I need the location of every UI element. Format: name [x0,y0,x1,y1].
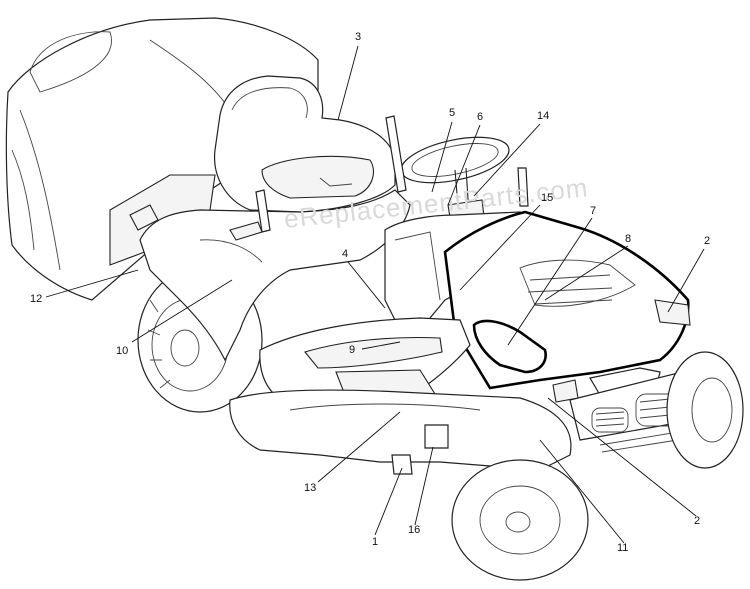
callout-2-bottom: 2 [694,515,700,527]
seat [213,75,396,213]
callout-13: 13 [304,482,316,494]
callouts: 3 5 6 14 15 7 8 2 4 9 10 12 13 1 16 11 2 [30,31,710,554]
front-wheel-right [666,351,744,469]
callout-15: 15 [541,192,553,204]
front-wheel-left [451,459,589,581]
callout-9: 9 [349,344,355,356]
callout-12: 12 [30,293,42,305]
callout-3: 3 [355,31,361,43]
callout-2-top: 2 [704,235,710,247]
callout-1: 1 [372,536,378,548]
callout-6: 6 [477,111,483,123]
callout-7: 7 [590,205,596,217]
callout-5: 5 [449,107,455,119]
callout-14: 14 [537,110,549,122]
front-grille [569,369,695,453]
callout-8: 8 [625,233,631,245]
rear-body [139,189,411,362]
footrest [259,317,471,411]
callout-10: 10 [116,345,128,357]
decal-markers [129,204,579,403]
callout-11: 11 [617,542,628,554]
callout-16: 16 [408,524,420,536]
mower-deck [229,389,572,475]
control-levers [255,115,529,233]
callout-4: 4 [342,248,348,260]
hood [443,210,691,396]
leader-lines [45,45,705,544]
